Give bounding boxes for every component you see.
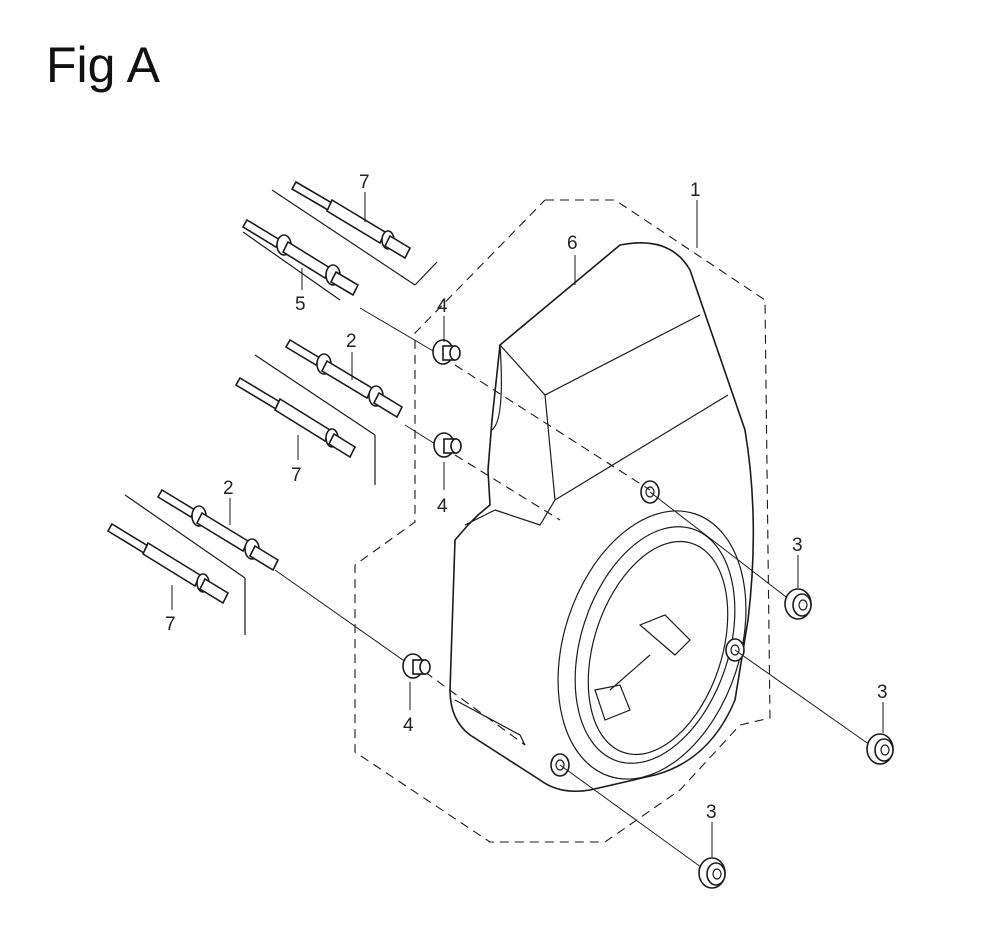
intake-ring-inner bbox=[574, 526, 736, 764]
callout-4-middle: 4 bbox=[437, 496, 448, 517]
spacer-collar-4c bbox=[402, 653, 431, 679]
stud-bolt-2b bbox=[124, 488, 280, 635]
figure-title: Fig A bbox=[46, 37, 160, 93]
callout-2-lower: 2 bbox=[223, 478, 234, 499]
callout-4-bottom: 4 bbox=[403, 715, 414, 736]
callout-7-lower: 7 bbox=[165, 614, 176, 635]
flange-nut-3c bbox=[698, 857, 726, 889]
stud-bolt-5 bbox=[241, 218, 360, 301]
assembly-boundary bbox=[354, 199, 771, 843]
callout-6: 6 bbox=[567, 233, 578, 254]
intake-ring-outer bbox=[557, 510, 747, 780]
callout-5: 5 bbox=[295, 294, 306, 315]
callout-3-middle: 3 bbox=[877, 682, 888, 703]
callout-2-upper: 2 bbox=[346, 331, 357, 352]
stud-bolt-2a bbox=[254, 338, 404, 485]
callout-3-bottom: 3 bbox=[706, 802, 717, 823]
stud-bolt-7a bbox=[271, 180, 438, 286]
fan-cover-shroud bbox=[449, 242, 755, 793]
callout-7-middle: 7 bbox=[291, 465, 302, 486]
stud-bolt-7b bbox=[234, 376, 357, 459]
spacer-collar-4a bbox=[432, 339, 461, 365]
stud-bolt-7c bbox=[106, 522, 230, 605]
spacer-collar-4b bbox=[433, 432, 462, 458]
callout-4-top: 4 bbox=[437, 296, 448, 317]
flange-nut-3b bbox=[866, 733, 894, 765]
callout-1: 1 bbox=[690, 180, 701, 201]
callout-3-top: 3 bbox=[792, 535, 803, 556]
flange-nut-3a bbox=[784, 588, 812, 620]
callout-7-top: 7 bbox=[359, 172, 370, 193]
